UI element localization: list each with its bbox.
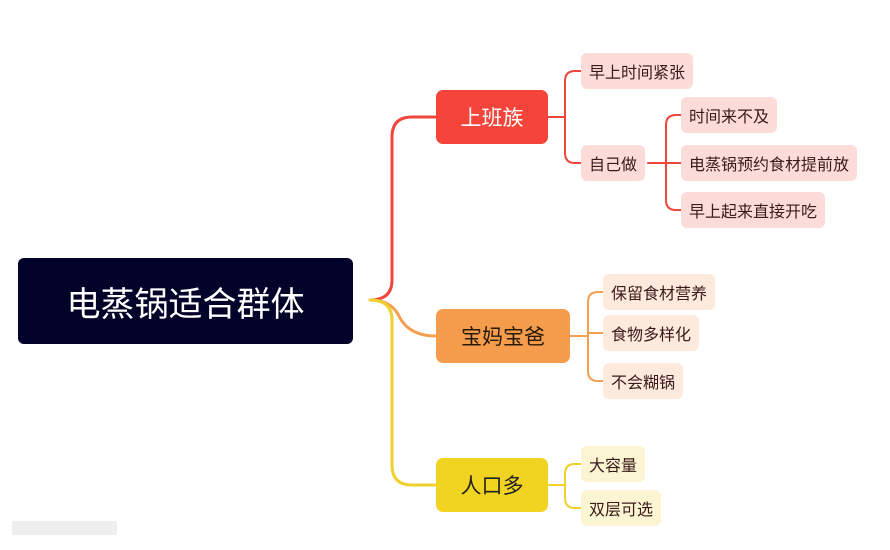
connector-root-orange (368, 298, 438, 338)
node-food-variety[interactable]: 食物多样化 (603, 315, 700, 351)
node-eat-on-waking[interactable]: 早上起来直接开吃 (681, 192, 826, 228)
connector-root-yellow (368, 298, 438, 487)
node-no-time[interactable]: 时间来不及 (681, 97, 778, 133)
root-label: 电蒸锅适合群体 (66, 284, 305, 325)
branch-large-family[interactable]: 人口多 (436, 458, 548, 512)
node-keep-nutrition[interactable]: 保留食材营养 (603, 274, 716, 310)
watermark (12, 521, 117, 535)
node-label: 早上时间紧张 (589, 63, 686, 82)
node-label: 自己做 (589, 155, 638, 174)
node-label: 不会糊锅 (611, 373, 676, 392)
branch-parents[interactable]: 宝妈宝爸 (436, 309, 570, 363)
node-label: 早上起来直接开吃 (689, 202, 818, 221)
root-node[interactable]: 电蒸锅适合群体 (18, 258, 353, 344)
node-schedule-ingredients[interactable]: 电蒸锅预约食材提前放 (681, 145, 858, 181)
node-no-burning[interactable]: 不会糊锅 (603, 363, 684, 399)
branch-label: 上班族 (460, 106, 524, 130)
node-label: 保留食材营养 (611, 284, 708, 303)
branch-office-workers[interactable]: 上班族 (436, 90, 548, 144)
branch-label: 人口多 (460, 474, 524, 498)
node-label: 电蒸锅预约食材提前放 (689, 155, 850, 174)
node-large-capacity[interactable]: 大容量 (581, 446, 646, 482)
node-morning-rush[interactable]: 早上时间紧张 (581, 53, 694, 89)
node-cook-yourself[interactable]: 自己做 (581, 145, 646, 181)
branch-label: 宝妈宝爸 (461, 325, 545, 349)
node-double-layer[interactable]: 双层可选 (581, 490, 662, 526)
node-label: 时间来不及 (689, 107, 770, 126)
node-label: 食物多样化 (611, 325, 692, 344)
connector-root-red (368, 115, 438, 302)
node-label: 大容量 (589, 456, 638, 475)
node-label: 双层可选 (589, 500, 654, 519)
